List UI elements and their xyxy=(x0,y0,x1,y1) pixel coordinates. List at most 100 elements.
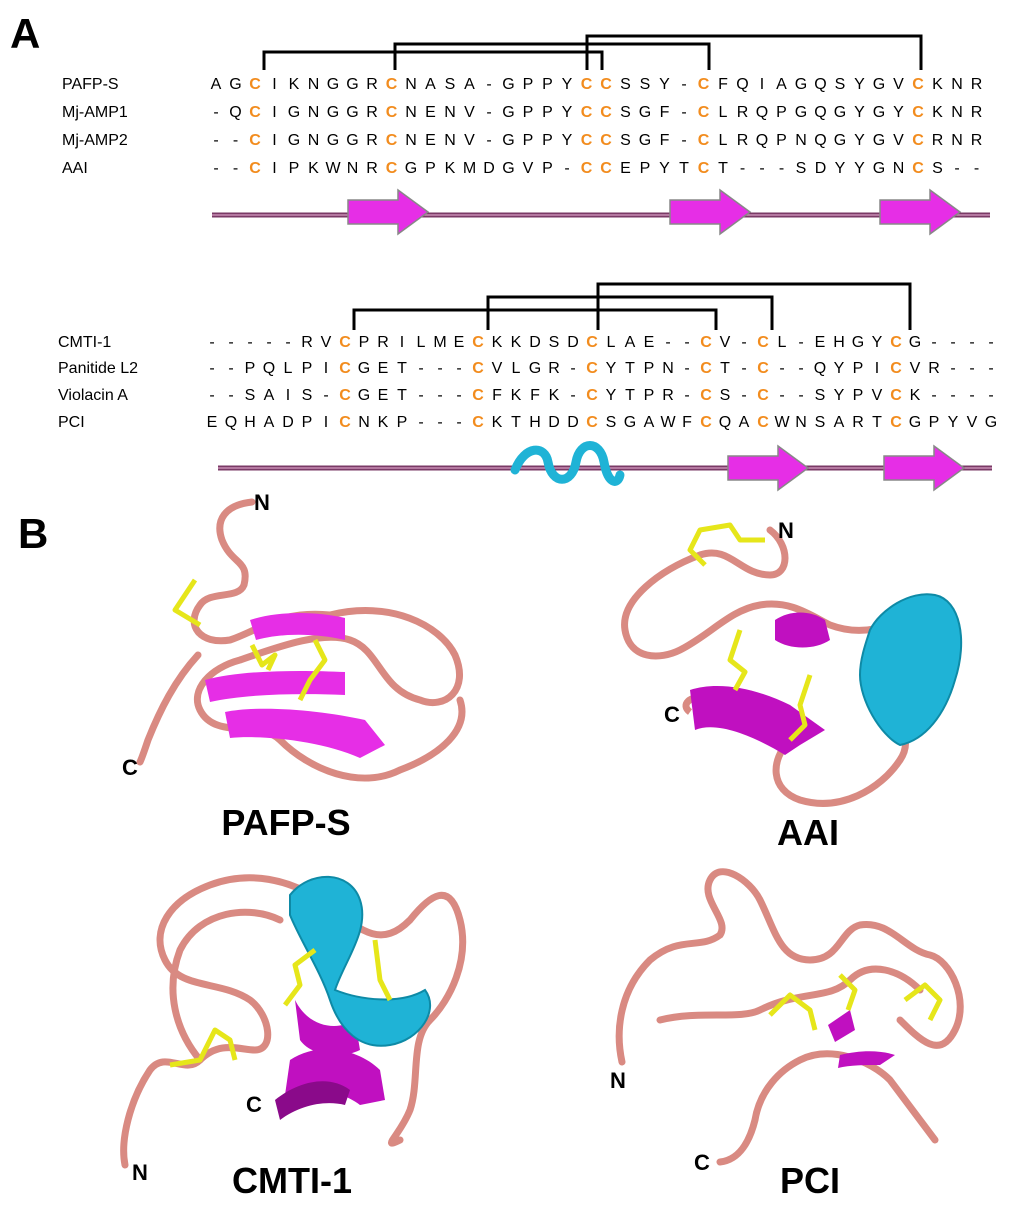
structure-pafp-s xyxy=(136,498,466,782)
cysteine-residue: C xyxy=(580,132,593,149)
residue: - xyxy=(213,160,219,177)
residue: Y xyxy=(833,387,845,404)
residue: P xyxy=(852,387,864,404)
pci-c-terminus: C xyxy=(694,1150,710,1175)
residue: Q xyxy=(814,104,827,121)
residue: - xyxy=(437,414,443,431)
residue: - xyxy=(209,387,215,404)
residue: - xyxy=(232,160,239,177)
disulfide-connectors-bottom xyxy=(352,282,912,330)
residue: G xyxy=(287,104,301,121)
residue: A xyxy=(643,414,655,431)
seq-name-aai: AAI xyxy=(62,160,88,177)
secondary-structure-bottom xyxy=(218,441,992,492)
residue: - xyxy=(323,387,329,404)
residue: G xyxy=(984,414,998,431)
beta-strand-arrow xyxy=(883,444,966,492)
residue: - xyxy=(931,387,937,404)
residue: Y xyxy=(893,104,904,121)
residue: R xyxy=(928,360,940,377)
residue: Y xyxy=(854,104,865,121)
residue: Y xyxy=(834,160,846,177)
residue: D xyxy=(548,414,560,431)
residue: S xyxy=(834,76,846,93)
residue: V xyxy=(522,160,534,177)
residue: - xyxy=(486,104,492,121)
residue: V xyxy=(871,387,883,404)
residue: R xyxy=(852,414,864,431)
residue: T xyxy=(511,414,521,431)
residue: L xyxy=(718,132,728,149)
residue: Q xyxy=(229,104,242,121)
residue: Q xyxy=(814,132,827,149)
residue: G xyxy=(229,76,242,93)
residue: - xyxy=(988,387,994,404)
residue: R xyxy=(736,132,749,149)
residue: K xyxy=(444,160,456,177)
residue: Q xyxy=(755,132,769,149)
cysteine-residue: C xyxy=(757,360,769,377)
pafp-s-n-terminus: N xyxy=(254,490,270,515)
residue: G xyxy=(326,104,340,121)
residue: F xyxy=(718,76,728,93)
cmti-1-c-terminus: C xyxy=(246,1092,262,1117)
residue: P xyxy=(542,76,553,93)
cysteine-residue: C xyxy=(472,414,484,431)
residue: T xyxy=(397,387,407,404)
cysteine-residue: C xyxy=(580,104,593,121)
residue: S xyxy=(814,387,826,404)
residue: D xyxy=(567,334,579,351)
seq-name-violacin-a: Violacin A xyxy=(58,387,128,404)
residue: T xyxy=(718,160,728,177)
residue: - xyxy=(486,132,492,149)
residue: D xyxy=(529,334,541,351)
panel-b-label: B xyxy=(18,510,49,557)
structure-label-cmti-1: CMTI-1 xyxy=(232,1160,352,1201)
residue: R xyxy=(548,360,560,377)
residue: - xyxy=(232,132,239,149)
residue: G xyxy=(638,104,652,121)
residue: E xyxy=(643,334,655,351)
residue: K xyxy=(548,387,560,404)
residue: - xyxy=(209,360,215,377)
residue: G xyxy=(872,76,886,93)
residue: P xyxy=(301,360,313,377)
residue: Y xyxy=(854,76,865,93)
residue: R xyxy=(377,334,389,351)
residue: H xyxy=(244,414,256,431)
residue: T xyxy=(720,360,730,377)
residue: - xyxy=(437,360,443,377)
cysteine-residue: C xyxy=(697,132,710,149)
residue: - xyxy=(798,334,804,351)
residue: - xyxy=(741,360,747,377)
residue: G xyxy=(872,104,886,121)
residue: - xyxy=(665,334,671,351)
structure-label-pafp-s: PAFP-S xyxy=(221,802,351,843)
residue: K xyxy=(308,160,319,177)
residue: P xyxy=(522,76,534,93)
residue: I xyxy=(272,132,277,149)
residue: T xyxy=(397,360,407,377)
residue: Y xyxy=(659,160,670,177)
residue: - xyxy=(456,414,462,431)
residue: P xyxy=(542,160,553,177)
residue: V xyxy=(464,104,475,121)
residue: E xyxy=(814,334,826,351)
residue: - xyxy=(950,334,956,351)
residue: I xyxy=(759,76,765,93)
residue: N xyxy=(307,104,320,121)
residue: P xyxy=(244,360,256,377)
residue: W xyxy=(660,414,676,431)
residue: V xyxy=(719,334,731,351)
residue: P xyxy=(776,132,787,149)
residue: E xyxy=(425,104,436,121)
residue: G xyxy=(346,76,359,93)
residue: Q xyxy=(813,360,827,377)
residue: G xyxy=(872,160,886,177)
residue: K xyxy=(377,414,389,431)
residue: N xyxy=(346,160,359,177)
residue: R xyxy=(301,334,313,351)
residue: A xyxy=(464,76,475,93)
residue: S xyxy=(719,387,731,404)
